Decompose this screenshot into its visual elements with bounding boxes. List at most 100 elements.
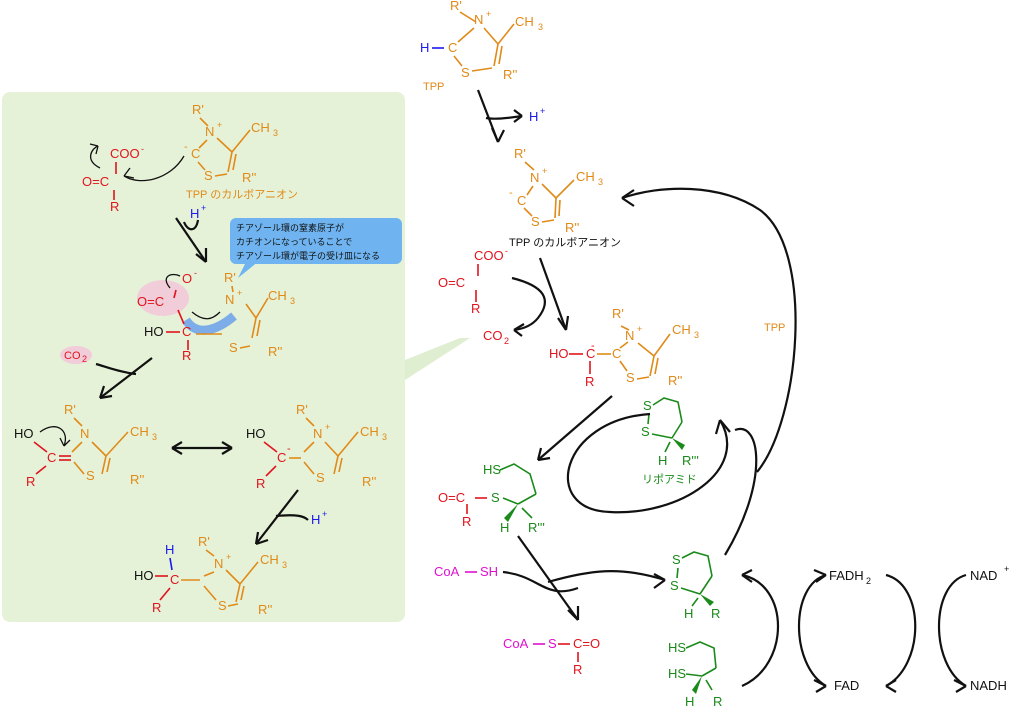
svg-text:H: H [165, 542, 174, 557]
svg-text:S: S [491, 490, 500, 505]
svg-text:+: + [637, 324, 642, 334]
svg-text:C: C [47, 450, 56, 465]
nad-plus: NAD + [970, 564, 1009, 583]
svg-text:3: 3 [598, 177, 603, 187]
svg-text:+: + [540, 106, 545, 116]
svg-text:+: + [1004, 564, 1009, 574]
svg-text:CH: CH [260, 552, 279, 567]
svg-text:CH: CH [672, 322, 691, 337]
svg-text:C: C [448, 40, 457, 55]
decarboxylation-intermediate: R' N + CH 3 O - O=C HO C R S R'' [137, 268, 295, 363]
svg-text:CH: CH [515, 14, 534, 29]
svg-text:C: C [586, 346, 595, 361]
svg-text:N: N [313, 426, 322, 441]
svg-text:N: N [205, 124, 214, 139]
svg-text:+: + [542, 166, 547, 176]
coa-sh: CoA SH [434, 564, 498, 579]
svg-text:3: 3 [152, 432, 157, 442]
svg-text:チアゾール環が電子の受け皿になる: チアゾール環が電子の受け皿になる [236, 250, 380, 261]
svg-text:HO: HO [246, 426, 266, 441]
svg-text:+: + [226, 552, 231, 562]
pyruvate-right: COO - O=C R [438, 246, 508, 316]
svg-text:HS: HS [668, 666, 686, 681]
lipoamide-top: S S H R''' リポアミド [641, 397, 699, 486]
svg-text:R: R [585, 374, 594, 389]
svg-text:R': R' [612, 306, 624, 321]
svg-text:R: R [26, 474, 35, 489]
svg-text:2: 2 [866, 576, 871, 586]
svg-text:CH: CH [268, 288, 287, 303]
svg-text:R: R [711, 606, 720, 621]
svg-text:S: S [86, 468, 95, 483]
svg-text:2: 2 [82, 354, 87, 364]
svg-text:C: C [170, 572, 179, 587]
svg-text:R: R [573, 662, 582, 677]
svg-text:HS: HS [483, 462, 501, 477]
svg-text:C=O: C=O [573, 636, 600, 651]
svg-text:N: N [225, 292, 234, 307]
svg-text:3: 3 [538, 22, 543, 32]
svg-text:R: R [110, 199, 119, 214]
svg-text:R: R [256, 476, 265, 491]
svg-text:2: 2 [504, 336, 509, 346]
acyl-coa: CoA S C=O R [503, 636, 600, 677]
svg-text:H: H [500, 520, 509, 535]
lipoamide-label: リポアミド [642, 473, 697, 486]
svg-text:CH: CH [130, 424, 149, 439]
svg-text:S: S [229, 340, 238, 355]
svg-text:-: - [184, 141, 188, 153]
svg-text:3: 3 [382, 432, 387, 442]
svg-text:HO: HO [549, 346, 569, 361]
svg-text:H: H [685, 694, 694, 709]
svg-text:CH: CH [251, 120, 270, 135]
svg-text:+: + [325, 422, 330, 432]
svg-text:CO: CO [64, 350, 81, 362]
svg-text:HO: HO [144, 324, 164, 339]
svg-text:H: H [311, 512, 320, 527]
fad: FAD [834, 678, 859, 693]
svg-text:C: C [517, 193, 526, 208]
carbanion-label-right: TPP のカルボアニオン [509, 236, 621, 249]
svg-text:R': R' [64, 402, 76, 417]
svg-text:R'': R'' [668, 373, 682, 388]
svg-text:R'': R'' [258, 602, 272, 617]
svg-text:S: S [672, 552, 681, 567]
lipoamide-oxidized: S S H R [670, 551, 720, 621]
svg-text:3: 3 [273, 128, 278, 138]
svg-text:S: S [643, 398, 652, 413]
svg-text:O=C: O=C [438, 490, 465, 505]
enamine-resonance-1: R' N CH 3 HO C R S R'' [14, 402, 157, 489]
svg-text:HO: HO [14, 426, 34, 441]
svg-text:R''': R''' [528, 520, 545, 535]
pyruvate-left: COO - O=C R [82, 144, 144, 214]
svg-text:S: S [548, 636, 557, 651]
svg-text:R''': R''' [682, 453, 699, 468]
svg-text:-: - [509, 187, 513, 199]
svg-text:H: H [420, 40, 429, 55]
svg-text:CH: CH [360, 424, 379, 439]
svg-text:+: + [217, 120, 222, 130]
svg-text:+: + [322, 509, 327, 519]
svg-text:COO: COO [474, 248, 504, 263]
svg-text:C: C [277, 450, 286, 465]
thiazole-callout: チアゾール環の窒素原子が カチオンになっていることで チアゾール環が電子の受け皿… [230, 218, 402, 278]
svg-text:HO: HO [134, 568, 154, 583]
carbanion-label-left: TPP のカルボアニオン [186, 188, 298, 201]
svg-text:+: + [237, 288, 242, 298]
svg-text:CH: CH [576, 169, 595, 184]
svg-text:H: H [658, 453, 667, 468]
svg-text:HS: HS [668, 640, 686, 655]
hydroxyethyl-tpp-right: R' N + CH 3 HO C - R C S R'' [549, 306, 699, 389]
svg-text:R'': R'' [268, 344, 282, 359]
co2-right: CO 2 [483, 328, 509, 346]
svg-text:S: S [461, 65, 470, 80]
fadh2: FADH 2 [829, 568, 871, 586]
svg-text:N: N [530, 170, 539, 185]
svg-text:R: R [462, 514, 471, 529]
svg-text:O=C: O=C [82, 174, 109, 189]
svg-text:R: R [713, 694, 722, 709]
svg-text:R: R [182, 348, 191, 363]
svg-text:COO: COO [110, 146, 140, 161]
svg-text:C: C [612, 346, 621, 361]
svg-text:R'': R'' [503, 67, 517, 82]
